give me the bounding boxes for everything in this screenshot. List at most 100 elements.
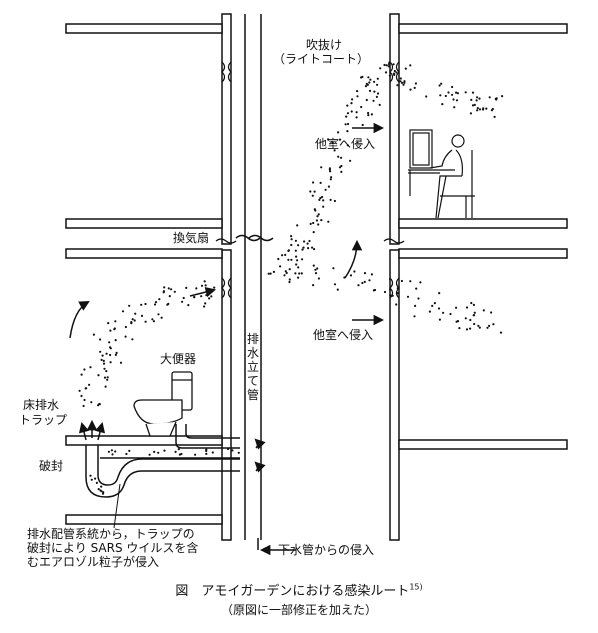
aerosol-particle [488,96,491,99]
aerosol-particle [124,335,127,338]
aerosol-particle [471,104,475,107]
aerosol-particle [204,284,207,287]
aerosol-particle [340,164,343,168]
aerosol-particle [314,268,317,271]
label-floor-trap-line2: トラップ [19,413,68,427]
aerosol-particle [148,453,151,456]
left-floor-slab-2 [65,218,223,229]
aerosol-particle [490,311,493,314]
aerosol-particle [376,77,379,80]
aerosol-particle [106,376,109,379]
aerosol-particle [317,213,320,216]
aerosol-particle [376,83,379,86]
aerosol-particle [472,314,476,317]
aerosol-particle [125,452,128,456]
aerosol-particle [131,318,134,321]
aerosol-particles [78,61,504,495]
right-wall-upper [389,13,400,245]
aerosol-particle [396,292,399,295]
aerosol-particle [294,272,297,275]
aerosol-particle [314,272,318,275]
aerosol-particle [178,453,181,456]
aerosol-particle [309,222,312,225]
aerosol-particle [109,347,112,350]
aerosol-particle [312,264,315,267]
aerosol-particle [84,387,87,390]
aerosol-particle [478,108,482,111]
aerosol-particle [103,367,106,370]
aerosol-particle [350,110,353,113]
aerosol-particle [413,315,416,318]
aerosol-particle [312,231,315,234]
aerosol-particle [356,141,359,144]
aerosol-particle [337,155,340,158]
aerosol-particle [469,327,472,330]
aerosol-particle [431,304,434,307]
aerosol-particle [340,156,343,159]
aerosol-particle [311,246,314,249]
aerosol-particle [475,99,478,102]
aerosol-particle [194,453,197,456]
aerosol-particle [312,181,315,184]
aerosol-particle [442,311,445,314]
aerosol-particle [105,352,108,355]
aerosol-particle [370,273,373,276]
aerosol-particle [301,258,304,261]
aerosol-particle [465,306,469,309]
aerosol-particle [333,199,336,203]
aerosol-particle [80,394,83,398]
arrow-upward-right [344,239,363,279]
aerosol-particle [415,287,418,290]
aerosol-particle [346,112,350,115]
aerosol-particle [109,361,112,364]
aerosol-particle [439,94,442,97]
aerosol-particle [290,243,293,247]
aerosol-particle [284,270,287,273]
aerosol-particle [451,93,454,96]
aerosol-particle [393,69,396,73]
aerosol-particle [203,305,206,308]
aerosol-particle [490,109,493,112]
aerosol-particle [470,301,473,305]
aerosol-particle [272,270,275,273]
aerosol-particle [153,303,157,306]
label-light-court: （ライトコート） [273,52,370,66]
aerosol-particle [285,271,288,275]
aerosol-particle [140,314,144,317]
aerosol-particle [94,477,97,480]
aerosol-particle [204,302,207,305]
aerosol-particle [396,287,399,290]
aerosol-particle [409,280,412,283]
aerosol-particle [406,295,410,298]
aerosol-particle [419,281,422,284]
aerosol-particle [163,286,166,289]
aerosol-particle [477,324,480,327]
aerosol-particle [88,383,91,386]
aerosol-particle [485,107,488,110]
aerosol-particle [200,284,204,287]
arrow-trap-up-3 [94,421,106,441]
aerosol-particle [181,300,184,303]
aerosol-particle [368,89,372,92]
aerosol-particle [312,284,315,287]
aerosol-particle [464,317,467,320]
aerosol-particle [187,304,190,307]
aerosol-particle [89,366,92,369]
aerosol-particle [140,303,143,306]
aerosol-particle [388,74,391,77]
label-sewer-intrusion: 下水管からの侵入 [278,543,375,557]
aerosol-particle [456,92,459,95]
aerosol-particle [365,82,368,85]
aerosol-particle [355,111,358,114]
aerosol-particle [378,103,381,106]
aerosol-particle [287,249,290,252]
right-floor-slab-4 [398,439,568,450]
aerosol-particle [80,373,83,376]
aerosol-particle [482,107,485,110]
toilet-drain-pipe [175,424,240,449]
aerosol-particle [493,115,496,118]
aerosol-particle [425,95,428,98]
aerosol-particle [168,295,171,298]
aerosol-particle [121,310,125,313]
aerosol-particle [297,266,300,269]
